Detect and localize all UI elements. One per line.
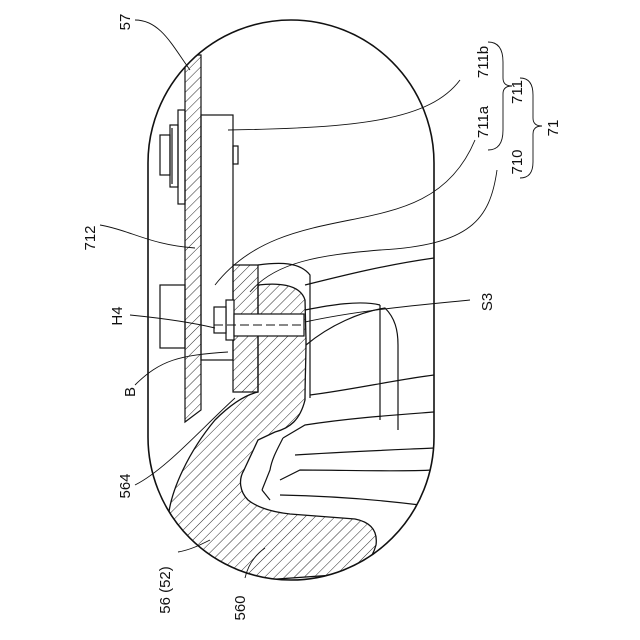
label-711: 711 xyxy=(509,80,526,104)
label-56-52: 56 (52) xyxy=(157,566,174,614)
plate-57 xyxy=(185,55,201,422)
leader-710 xyxy=(250,170,497,292)
label-710: 710 xyxy=(509,149,526,174)
leader-B xyxy=(135,352,228,385)
label-H4: H4 xyxy=(109,306,126,325)
detail-contents xyxy=(160,55,434,582)
label-71: 71 xyxy=(545,120,562,137)
housing-lower-3 xyxy=(295,448,434,455)
screw-head xyxy=(226,300,234,340)
label-564: 564 xyxy=(117,473,134,498)
housing-curve-inner xyxy=(306,308,398,430)
connector-body xyxy=(170,125,178,187)
housing-lower xyxy=(283,412,434,438)
housing-lower-6 xyxy=(262,490,270,500)
connector-block xyxy=(160,135,170,175)
board-tab xyxy=(233,146,238,164)
label-711a: 711a xyxy=(475,105,492,138)
housing-curve-mid xyxy=(310,375,434,395)
leader-711b xyxy=(228,80,460,130)
label-B: B xyxy=(122,387,139,397)
label-560: 560 xyxy=(232,595,249,620)
washer xyxy=(214,307,226,333)
housing-lower-4 xyxy=(280,470,434,480)
label-711b: 711b xyxy=(475,46,492,78)
label-S3: S3 xyxy=(479,293,496,311)
label-57: 57 xyxy=(117,14,134,31)
housing-lower-2 xyxy=(262,438,283,490)
leader-H4 xyxy=(130,315,215,328)
label-712: 712 xyxy=(82,225,99,250)
housing-lower-5 xyxy=(280,495,420,505)
connector-flange xyxy=(178,110,185,204)
leader-57 xyxy=(135,20,190,70)
component-712 xyxy=(160,285,185,348)
housing-line-b xyxy=(305,303,380,310)
leader-711a xyxy=(215,140,475,285)
housing-curve-outer xyxy=(305,258,434,285)
